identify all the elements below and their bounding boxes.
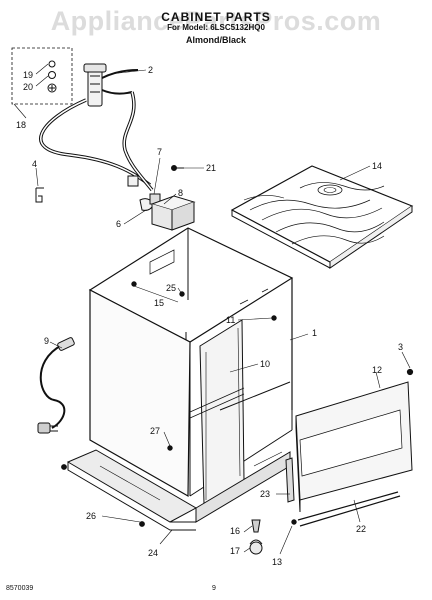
callout-13: 13 — [272, 557, 282, 567]
callout-7: 7 — [157, 147, 162, 157]
model-line: For Model: 6LSC5132HQ0 — [167, 23, 265, 32]
diagram-title: CABINET PARTS — [161, 10, 271, 24]
screw-21 — [171, 165, 184, 171]
power-cord — [37, 337, 75, 434]
callout-2: 2 — [148, 65, 153, 75]
callout-12: 12 — [372, 365, 382, 375]
base-frame — [66, 449, 291, 531]
front-panel — [285, 381, 413, 527]
leader-lines — [13, 63, 411, 555]
hose-clip — [35, 187, 44, 203]
callout-6: 6 — [116, 219, 121, 229]
callout-9: 9 — [44, 336, 49, 346]
callout-15: 15 — [154, 298, 164, 308]
callout-27: 27 — [150, 426, 160, 436]
callout-24: 24 — [148, 548, 158, 558]
fill-hose — [39, 91, 154, 192]
callout-23: 23 — [260, 489, 270, 499]
hardware — [61, 281, 414, 555]
callout-4: 4 — [32, 159, 37, 169]
document-code: 8570039 — [6, 585, 34, 592]
page-number: 9 — [212, 585, 216, 592]
callout-17: 17 — [230, 546, 240, 556]
callout-21: 21 — [206, 163, 216, 173]
callout-3: 3 — [398, 342, 403, 352]
callout-labels: 2 19 20 18 4 7 21 8 6 14 25 15 11 1 9 10… — [16, 65, 403, 567]
top-panel — [230, 165, 414, 269]
callout-26: 26 — [86, 511, 96, 521]
callout-25: 25 — [166, 283, 176, 293]
callout-16: 16 — [230, 526, 240, 536]
callout-11: 11 — [226, 315, 235, 325]
callout-22: 22 — [356, 524, 366, 534]
cabinet — [88, 227, 294, 505]
color-line: Almond/Black — [185, 35, 246, 45]
inset-box — [11, 47, 73, 105]
callout-1: 1 — [312, 328, 317, 338]
inlet-valve — [83, 63, 139, 107]
callout-8: 8 — [178, 188, 183, 198]
callout-10: 10 — [260, 359, 270, 369]
watermark: AppliancePartsPros.com — [50, 6, 382, 36]
mounting-bracket — [150, 195, 196, 231]
callout-20: 20 — [23, 82, 33, 92]
callout-19: 19 — [23, 70, 33, 80]
callout-18: 18 — [16, 120, 26, 130]
callout-14: 14 — [372, 161, 382, 171]
